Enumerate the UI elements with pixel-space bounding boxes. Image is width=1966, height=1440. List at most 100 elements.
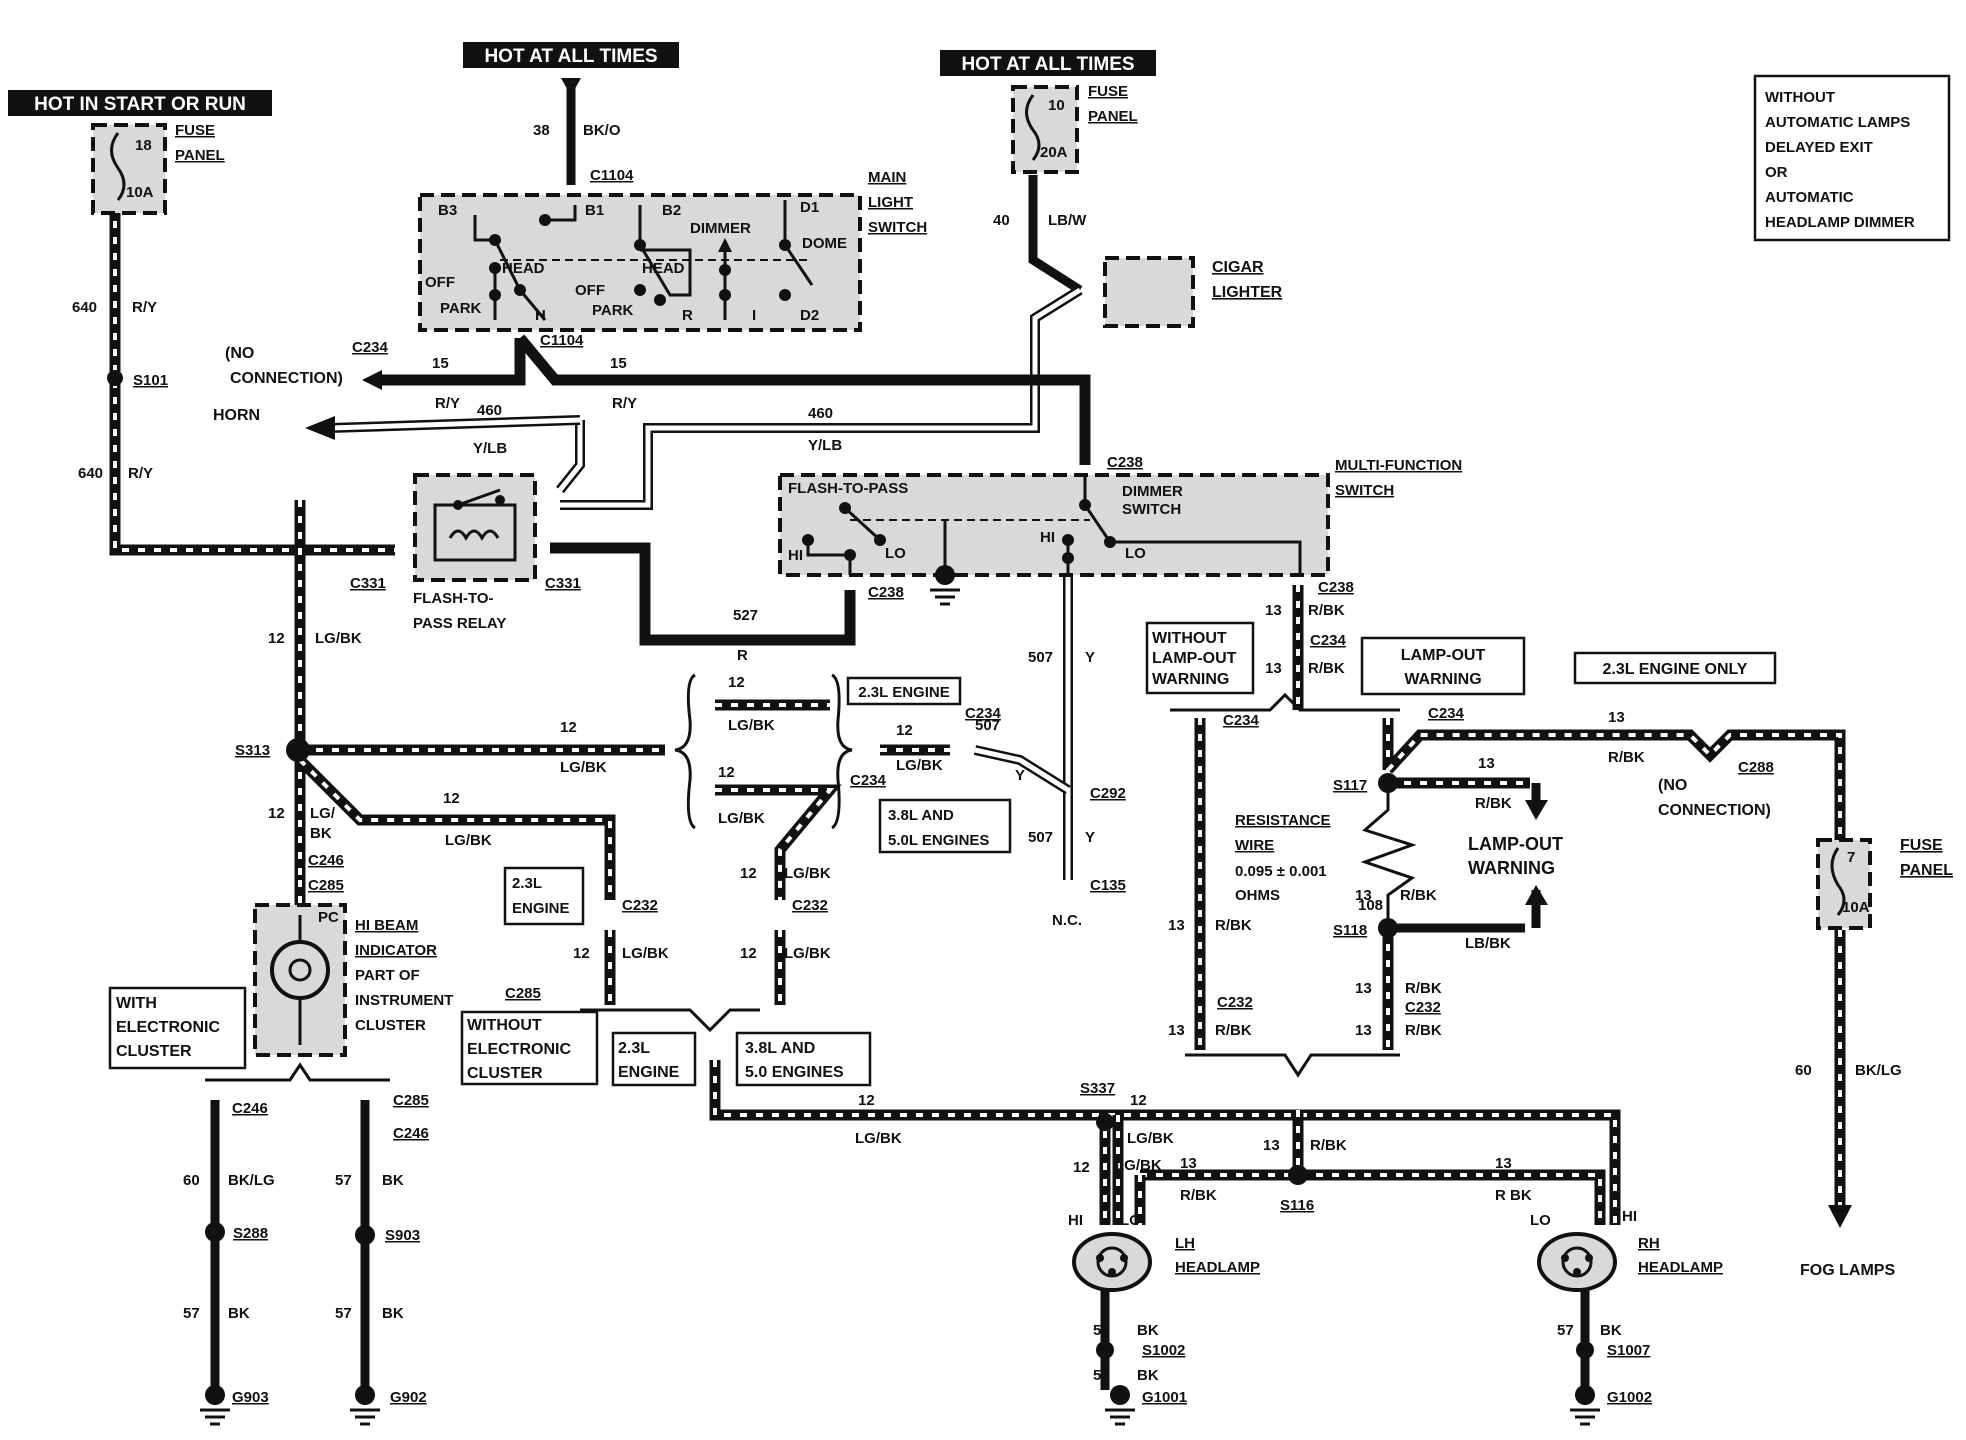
wire-12d-circuit: 12: [573, 945, 590, 962]
splice-s117: S117: [1333, 773, 1398, 794]
svg-text:ELECTRONIC: ELECTRONIC: [116, 1019, 220, 1036]
wire-507: [973, 575, 1073, 880]
wire-15b-circuit: 15: [610, 355, 627, 372]
svg-text:LO: LO: [1120, 1212, 1141, 1229]
svg-text:D2: D2: [800, 307, 819, 324]
no-connection-label-2b: CONNECTION): [1658, 802, 1771, 819]
connector-c246-b: C246: [232, 1100, 268, 1117]
ground-g1002: G1002: [1570, 1385, 1652, 1426]
option-note-box: WITHOUT AUTOMATIC LAMPS DELAYED EXIT OR …: [1753, 74, 1951, 242]
wire-12-left: [294, 500, 665, 1005]
svg-text:CIGAR: CIGAR: [1212, 259, 1264, 276]
svg-text:I: I: [752, 307, 756, 324]
connector-c238-top: C238: [1107, 454, 1143, 471]
svg-text:5.0L ENGINES: 5.0L ENGINES: [888, 832, 989, 849]
connector-c234-lo2: C234: [1223, 712, 1260, 729]
svg-text:PASS RELAY: PASS RELAY: [413, 615, 506, 632]
svg-text:B1: B1: [585, 202, 604, 219]
svg-text:HI: HI: [1040, 529, 1055, 546]
svg-text:LO: LO: [1530, 1212, 1551, 1229]
hot-at-all-times-tag-1: HOT AT ALL TIMES: [463, 42, 679, 68]
ground-g902: G902: [350, 1385, 427, 1426]
connector-c292: C292: [1090, 785, 1126, 802]
svg-text:7: 7: [1847, 849, 1855, 866]
svg-text:LO: LO: [1125, 545, 1146, 562]
wire-13b-color: R/BK: [1308, 660, 1345, 677]
svg-text:LH: LH: [1175, 1235, 1195, 1252]
no-connection-label-2a: (NO: [1658, 777, 1687, 794]
engine-38-50-box-b: 3.8L AND 5.0 ENGINES: [735, 1031, 872, 1087]
wire-460a-color: Y/LB: [473, 440, 507, 457]
wire-40: [1028, 175, 1083, 294]
connector-c238-ftp: C238: [868, 584, 904, 601]
wire-12g-circuit: 12: [896, 722, 913, 739]
svg-text:G1002: G1002: [1607, 1389, 1652, 1406]
svg-text:DOME: DOME: [802, 235, 847, 252]
svg-text:HEADLAMP: HEADLAMP: [1638, 1259, 1723, 1276]
wire-57e-circuit: 57: [1557, 1322, 1574, 1339]
hot-in-start-or-run-tag: HOT IN START OR RUN: [8, 90, 272, 116]
wire-13h-circuit: 13: [1355, 980, 1372, 997]
wire-507b-color: Y: [1015, 767, 1025, 784]
svg-text:FUSE: FUSE: [1088, 83, 1128, 100]
wire-460-horn: [305, 415, 581, 440]
wire-57b-circuit: 57: [335, 1305, 352, 1322]
wire-460b-color: Y/LB: [808, 437, 842, 454]
svg-text:S101: S101: [133, 372, 168, 389]
without-lamp-out-warning-box: WITHOUT LAMP-OUT WARNING: [1145, 621, 1255, 695]
svg-text:G1001: G1001: [1142, 1389, 1187, 1406]
connector-c1104-top: C1104: [590, 167, 634, 184]
svg-text:B2: B2: [662, 202, 681, 219]
svg-text:10: 10: [1048, 97, 1065, 114]
wire-507b-circuit: 507: [975, 717, 1000, 734]
engine-23-box-a: 2.3L ENGINE: [846, 676, 962, 706]
without-electronic-cluster-box: WITHOUT ELECTRONIC CLUSTER: [460, 1010, 599, 1086]
wire-527: [550, 542, 856, 646]
svg-text:OFF: OFF: [425, 274, 455, 291]
svg-text:S313: S313: [235, 742, 270, 759]
connector-c331-right: C331: [545, 575, 581, 592]
wire-12-bracket: [715, 699, 950, 1005]
no-connection-label-1b: CONNECTION): [230, 370, 343, 387]
svg-text:HOT AT ALL TIMES: HOT AT ALL TIMES: [484, 46, 657, 67]
wire-12b-color: LG/BK: [560, 759, 607, 776]
svg-text:SWITCH: SWITCH: [1122, 501, 1181, 518]
svg-text:10A: 10A: [1842, 899, 1870, 916]
arrow-38: [561, 78, 581, 96]
bracket-engine-bottom: [580, 1008, 760, 1033]
fuse-panel-7: 7 10A FUSE PANEL: [1816, 837, 1953, 930]
svg-text:CLUSTER: CLUSTER: [467, 1065, 543, 1082]
multi-function-switch-label-2: SWITCH: [1335, 482, 1394, 499]
wire-57b-color: BK: [382, 1305, 404, 1322]
svg-text:18: 18: [135, 137, 152, 154]
svg-text:RH: RH: [1638, 1235, 1660, 1252]
splice-s118: S118: [1333, 918, 1398, 939]
wire-12o-color: LG/: [310, 805, 336, 822]
lamp-out-warning-output-1: LAMP-OUT: [1468, 834, 1563, 854]
wire-108-color: LB/BK: [1465, 935, 1511, 952]
svg-text:DIMMER: DIMMER: [690, 220, 751, 237]
wire-640b-circuit: 640: [78, 465, 103, 482]
svg-text:WITHOUT: WITHOUT: [467, 1017, 542, 1034]
svg-text:2.3L: 2.3L: [512, 875, 542, 892]
wire-40-color: LB/W: [1048, 212, 1087, 229]
wire-60b-color: BK: [228, 1305, 250, 1322]
svg-text:PART OF: PART OF: [355, 967, 420, 984]
svg-text:WARNING: WARNING: [1404, 671, 1481, 688]
wire-13j-circuit: 13: [1263, 1137, 1280, 1154]
wire-640a-color: R/Y: [132, 299, 157, 316]
svg-text:WARNING: WARNING: [1152, 671, 1229, 688]
wire-527-color: R: [737, 647, 748, 664]
bracket-cluster: [205, 1062, 390, 1082]
wire-640a-circuit: 640: [72, 299, 97, 316]
hot-at-all-times-tag-2: HOT AT ALL TIMES: [940, 50, 1156, 76]
wire-12i-circuit: 12: [740, 945, 757, 962]
hi-beam-indicator: PC HI BEAM INDICATOR PART OF INSTRUMENT …: [253, 903, 453, 1057]
wire-507c-color: Y: [1085, 829, 1095, 846]
wire-477-color: BK/LG: [1855, 1062, 1902, 1079]
wire-13e-circuit: 13: [1608, 709, 1625, 726]
lamp-out-warning-box: LAMP-OUT WARNING: [1360, 636, 1526, 696]
wire-108-circuit: 108: [1358, 897, 1383, 914]
wire-12l-circuit: 12: [1073, 1159, 1090, 1176]
bracket-headlamp: [1185, 1053, 1400, 1078]
